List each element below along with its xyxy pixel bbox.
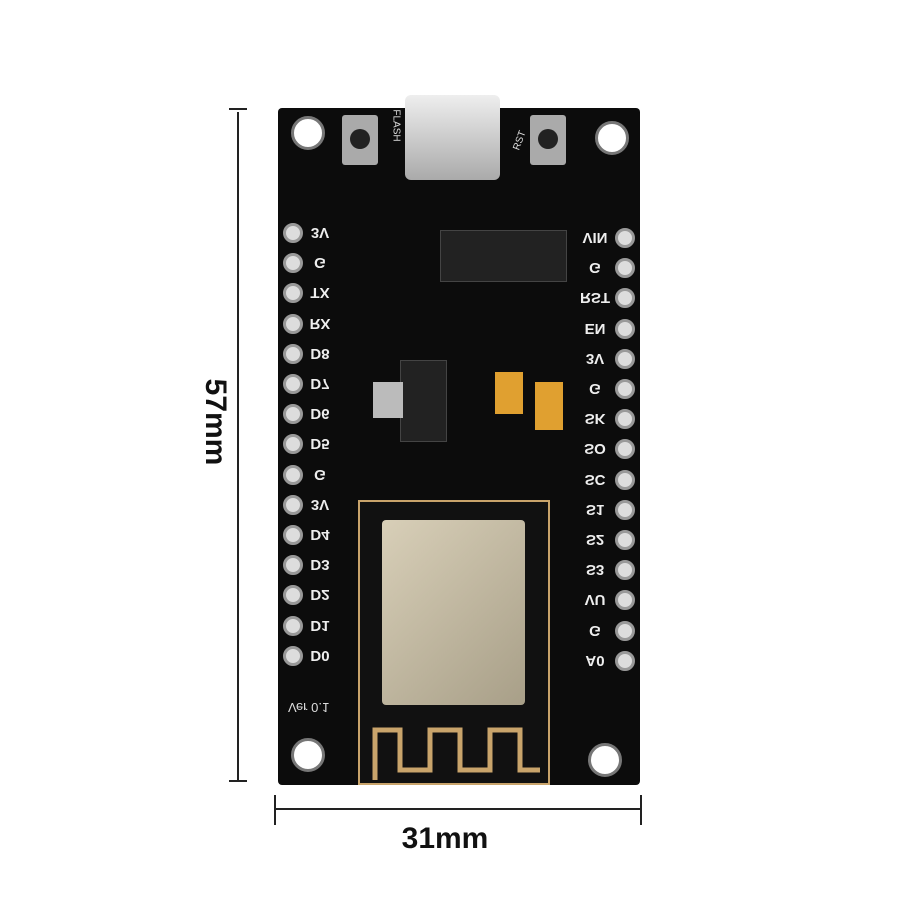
pin-pad	[283, 585, 303, 606]
usb-c-connector	[405, 95, 500, 180]
pin-label-left: D8	[310, 344, 330, 362]
pin-pad	[283, 615, 303, 636]
pin-pad	[615, 530, 635, 550]
pin-pad	[283, 313, 303, 334]
pin-label-right: SC	[584, 470, 606, 488]
height-dimension-line	[237, 112, 239, 780]
height-tick-top	[229, 108, 247, 110]
width-dimension-line	[275, 808, 640, 810]
pin-label-right: SO	[584, 440, 606, 458]
width-label: 31mm	[401, 822, 489, 855]
pin-label-right: A0	[585, 651, 605, 669]
pin-pad	[615, 228, 635, 248]
pin-label-left: G	[314, 465, 326, 483]
pin-pad	[615, 560, 635, 581]
pin-label-right: S2	[585, 531, 605, 548]
pin-label-left: D0	[310, 646, 330, 664]
pin-pad	[283, 374, 303, 394]
pin-label-right: S3	[585, 561, 605, 579]
version-label: Ver 0.1	[288, 700, 330, 715]
pin-pad	[615, 650, 635, 671]
pin-label-left: RX	[309, 314, 331, 332]
mounting-hole	[588, 743, 622, 777]
height-tick-bottom	[229, 780, 247, 782]
capacitor	[495, 372, 523, 414]
pin-label-left: TX	[310, 284, 330, 302]
mounting-hole	[291, 116, 325, 150]
pin-pad	[615, 620, 635, 641]
pin-label-right: VIN	[582, 229, 608, 246]
rf-shield	[382, 520, 525, 705]
pin-pad	[615, 469, 635, 490]
pin-label-right: RST	[580, 289, 610, 307]
pin-pad	[615, 499, 635, 520]
width-tick-left	[274, 795, 276, 825]
pin-label-left: D4	[310, 526, 330, 543]
pin-pad	[283, 525, 303, 545]
pin-label-left: G	[314, 254, 326, 272]
pin-pad	[283, 434, 303, 455]
pcb-antenna	[372, 727, 540, 780]
regulator-tab	[373, 382, 403, 418]
pin-pad	[615, 590, 635, 611]
pin-label-left: D5	[310, 435, 330, 453]
pin-label-right: G	[589, 380, 601, 397]
height-label: 57mm	[199, 378, 232, 466]
pin-label-left: D6	[310, 405, 330, 423]
pin-pad	[283, 645, 303, 666]
pin-pad	[615, 318, 635, 339]
pin-pad	[615, 288, 635, 309]
pin-label-left: 3V	[310, 495, 330, 513]
pin-pad	[615, 379, 635, 399]
pin-pad	[283, 253, 303, 274]
pin-pad	[283, 343, 303, 364]
width-tick-right	[640, 795, 642, 825]
pin-pad	[615, 348, 635, 369]
pin-label-left: D2	[310, 586, 330, 604]
pin-label-left: 3V	[310, 224, 330, 241]
pin-pad	[283, 494, 303, 515]
flash-button	[342, 115, 378, 165]
pin-pad	[283, 555, 303, 576]
pin-label-left: D7	[310, 375, 330, 392]
pin-label-right: G	[589, 259, 601, 277]
pin-label-left: D3	[310, 556, 330, 574]
usb-serial-chip	[440, 230, 567, 282]
pin-pad	[615, 258, 635, 279]
capacitor	[535, 382, 563, 430]
pin-pad	[283, 464, 303, 485]
pin-label-right: VU	[584, 591, 606, 609]
reset-button	[530, 115, 566, 165]
mounting-hole	[595, 121, 629, 155]
voltage-regulator	[400, 360, 447, 442]
pin-pad	[615, 409, 635, 430]
pin-label-right: S1	[585, 500, 605, 518]
pin-pad	[283, 283, 303, 304]
mounting-hole	[291, 738, 325, 772]
pin-pad	[283, 223, 303, 243]
pin-pad	[615, 439, 635, 460]
pin-label-right: 3V	[585, 349, 605, 367]
flash-label: FLASH	[390, 109, 402, 142]
pin-label-right: SK	[584, 410, 606, 428]
pin-label-left: D1	[310, 616, 330, 634]
pin-label-right: G	[589, 621, 601, 639]
pin-pad	[283, 404, 303, 425]
pin-label-right: EN	[584, 319, 606, 337]
